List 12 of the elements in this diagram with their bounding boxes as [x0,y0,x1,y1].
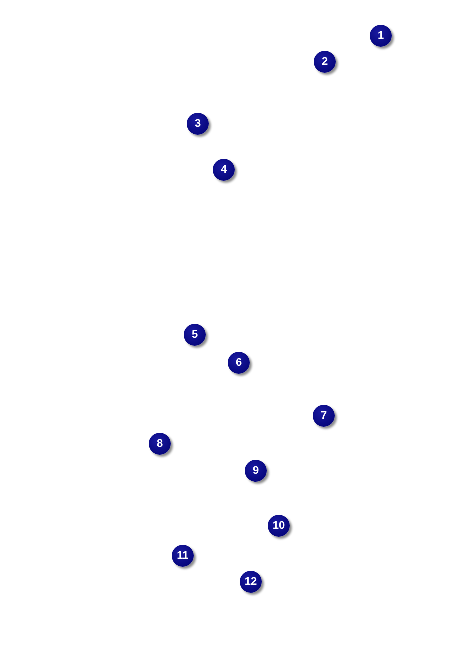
callout-number: 3 [187,113,209,135]
callout-number: 5 [184,324,206,346]
callout-number: 1 [370,25,392,47]
callout-number: 2 [314,51,336,73]
callout-number: 7 [313,405,335,427]
callout-number: 8 [149,433,171,455]
callout-number: 11 [172,545,194,567]
callout-number: 9 [245,460,267,482]
callout-number: 12 [240,571,262,593]
callout-number: 10 [268,515,290,537]
callout-number: 4 [213,159,235,181]
callout-number: 6 [228,352,250,374]
